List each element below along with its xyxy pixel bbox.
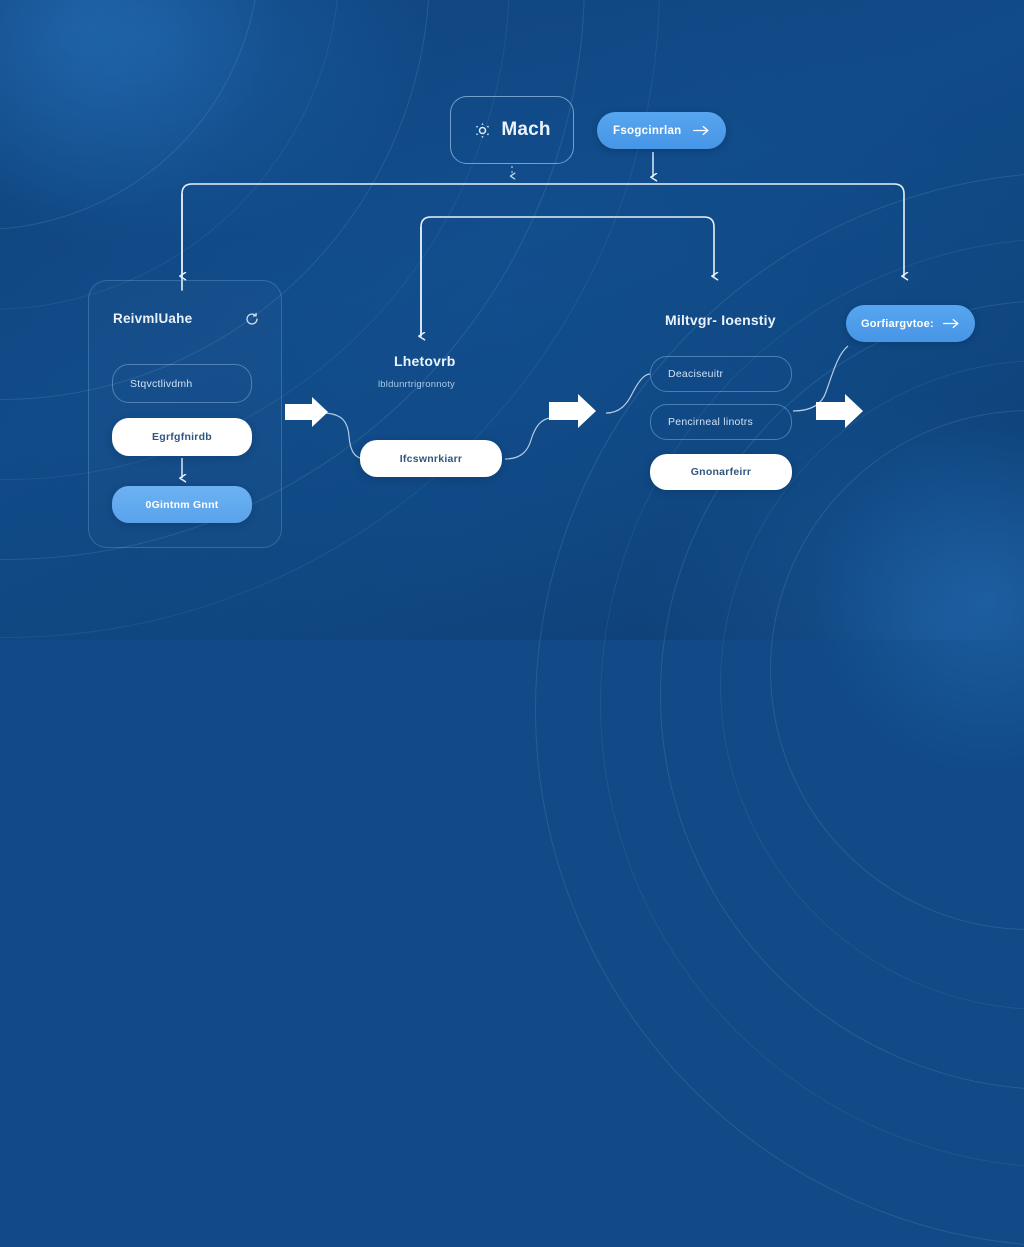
- column-1-item-1[interactable]: Stqvctlivdmh: [112, 364, 252, 403]
- top-cta-label: Fsogcinrlan: [613, 124, 682, 137]
- top-node-mach[interactable]: Mach: [450, 96, 574, 164]
- column-2-item-1[interactable]: Ifcswnrkiarr: [360, 440, 502, 477]
- column-3-item-1-label: Deaciseuitr: [668, 368, 724, 380]
- column-3-item-3-label: Gnonarfeirr: [690, 466, 752, 478]
- curved-link-3: [605, 373, 651, 414]
- curved-link-1: [321, 412, 365, 460]
- curved-link-4: [792, 345, 849, 412]
- column-1-title: ReivmlUahe: [113, 311, 193, 326]
- column-3-item-1[interactable]: Deaciseuitr: [650, 356, 792, 392]
- column-3-item-3[interactable]: Gnonarfeirr: [650, 454, 792, 490]
- column-4-cta-label: Gorfiargvtoe:: [861, 317, 934, 330]
- column-1-header: ReivmlUahe: [113, 311, 259, 326]
- block-arrow-right-2: [549, 394, 596, 428]
- column-1-item-3-label: 0Gintnm Gnnt: [145, 498, 219, 511]
- column-1-item-3[interactable]: 0Gintnm Gnnt: [112, 486, 252, 523]
- column-3-title: Miltvgr- Ioenstiy: [665, 312, 776, 328]
- bracket-connector-inner: [421, 216, 714, 336]
- column-3-item-2-label: Pencirneal linotrs: [668, 416, 754, 428]
- column-2-subtitle: lbldunrtrigronnoty: [378, 379, 456, 390]
- column-1-card: ReivmlUahe: [88, 280, 282, 548]
- column-2-item-1-label: Ifcswnrkiarr: [399, 452, 463, 465]
- arrow-right-icon: [693, 125, 710, 136]
- top-cta-button[interactable]: Fsogcinrlan: [597, 112, 727, 149]
- column-1-item-1-label: Stqvctlivdmh: [130, 377, 193, 390]
- connector-layer: [0, 152, 1024, 640]
- column-4-cta-button[interactable]: Gorfiargvtoe:: [846, 305, 975, 342]
- top-node-label: Mach: [501, 119, 551, 140]
- refresh-icon[interactable]: [245, 312, 259, 326]
- arrow-right-icon: [942, 318, 959, 329]
- column-1-item-2[interactable]: Egrfgfnirdb: [112, 418, 252, 456]
- bracket-connector-outer: [182, 183, 904, 291]
- column-2-title: Lhetovrb: [394, 353, 456, 369]
- block-arrow-right-1: [285, 397, 328, 427]
- block-arrow-right-3: [816, 394, 863, 428]
- column-1-item-2-label: Egrfgfnirdb: [152, 431, 212, 443]
- gear-icon: [476, 122, 490, 138]
- curved-link-2: [504, 417, 553, 460]
- column-3-item-2[interactable]: Pencirneal linotrs: [650, 404, 792, 440]
